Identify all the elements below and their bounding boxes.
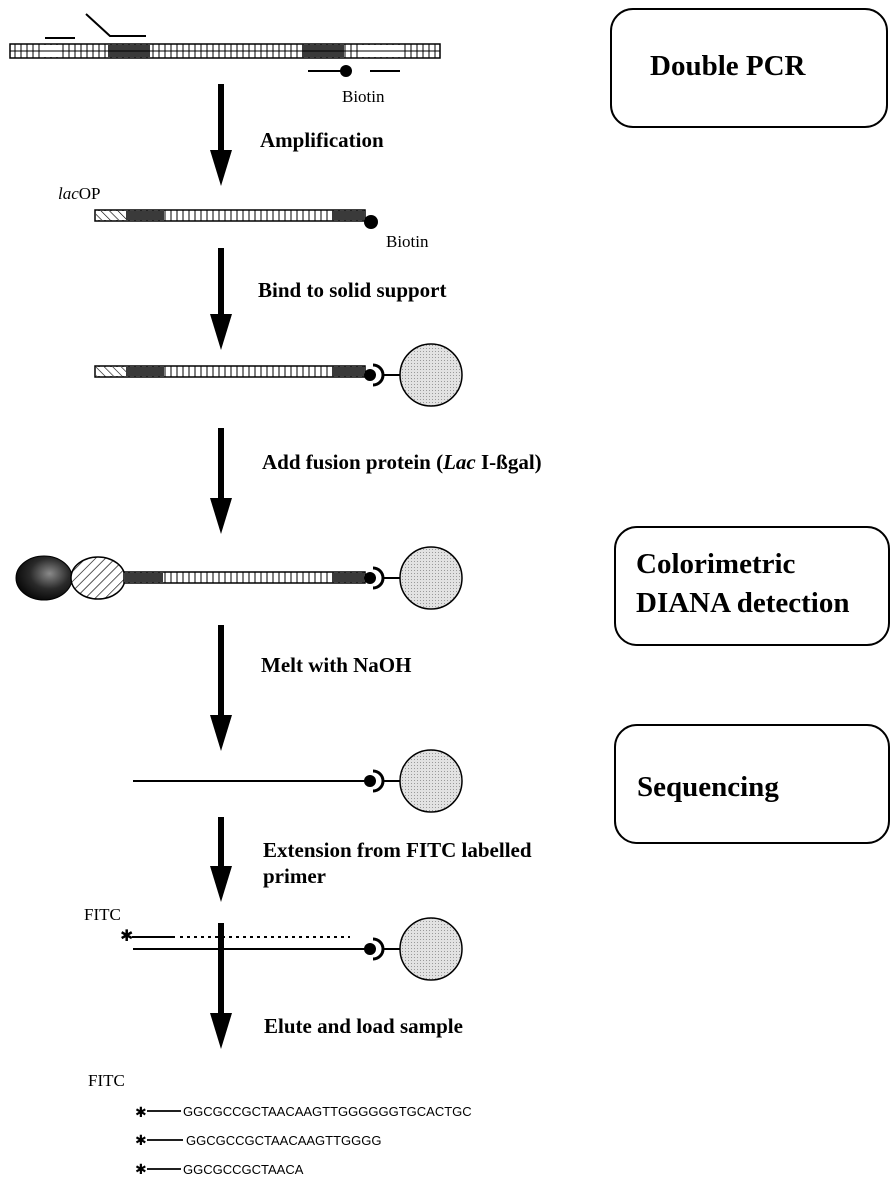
step-label-bind-solid-support: Bind to solid support [258,278,447,302]
fitc-label-ladder: FITC [88,1071,125,1090]
solid-support-bead [399,917,463,981]
fitc-star-icon: ✱ [120,926,133,945]
stage-label-double-pcr: Double PCR [650,50,807,82]
fitc-star-icon: ✱ [135,1105,147,1121]
fusion-protein-complex [15,546,463,610]
biotin-labelled-primer [308,65,352,77]
beta-gal-ellipse [15,555,73,601]
fitc-label-primer: FITC [84,905,121,924]
bound-product [94,343,463,407]
biotin-dot-icon [340,65,352,77]
stage-box-double-pcr: Double PCR [610,8,888,128]
biotin-label-top: Biotin [342,87,385,106]
step-label-melt-naoh: Melt with NaOH [261,653,411,677]
sequence-fragment: ✱ GGCGCCGCTAACAAGTTGGGGGGTGCACTGC [135,1104,472,1121]
inner-primer-with-lacop-tail [85,13,146,37]
outer-primers [45,37,400,72]
single-strand-on-bead [133,749,463,813]
stage-label-colorimetric: Colorimetric [636,548,796,580]
step-label-elute-load: Elute and load sample [264,1014,463,1038]
primer-extension: ✱ [120,917,463,981]
fitc-star-icon: ✱ [135,1133,147,1149]
sequence-fragment: ✱ GGCGCCGCTAACAAGTTGGGG [135,1133,382,1149]
solid-support-bead [399,343,463,407]
amplified-product [94,209,378,229]
biotin-label-amplified: Biotin [386,232,429,251]
step-label-extension-line2: primer [263,864,326,888]
biotin-dot-icon [364,215,378,229]
stage-box-colorimetric: Colorimetric DIANA detection [614,526,890,646]
stage-label-diana-detection: DIANA detection [636,587,849,619]
sequence-ladder: ✱ GGCGCCGCTAACAAGTTGGGGGGTGCACTGC ✱ GGCG… [135,1104,472,1178]
solid-support-bead [399,546,463,610]
step-label-extension-line1: Extension from FITC labelled [263,838,532,862]
template-dna-duplex [9,43,441,59]
lac-repressor-ellipse [70,556,126,600]
lacop-label: lacOP [58,184,101,203]
sequence-text: GGCGCCGCTAACA [183,1162,304,1177]
step-label-amplification: Amplification [260,128,384,152]
process-arrows [210,84,232,1049]
solid-support-bead [399,749,463,813]
fitc-star-icon: ✱ [135,1162,147,1178]
sequence-text: GGCGCCGCTAACAAGTTGGGGGGTGCACTGC [183,1104,472,1119]
step-label-add-fusion-protein: Add fusion protein (Lac I-ßgal) [262,450,542,474]
sequence-text: GGCGCCGCTAACAAGTTGGGG [186,1133,382,1148]
sequence-fragment: ✱ GGCGCCGCTAACA [135,1162,304,1178]
stage-box-sequencing: Sequencing [614,724,890,844]
stage-label-sequencing: Sequencing [637,771,779,803]
